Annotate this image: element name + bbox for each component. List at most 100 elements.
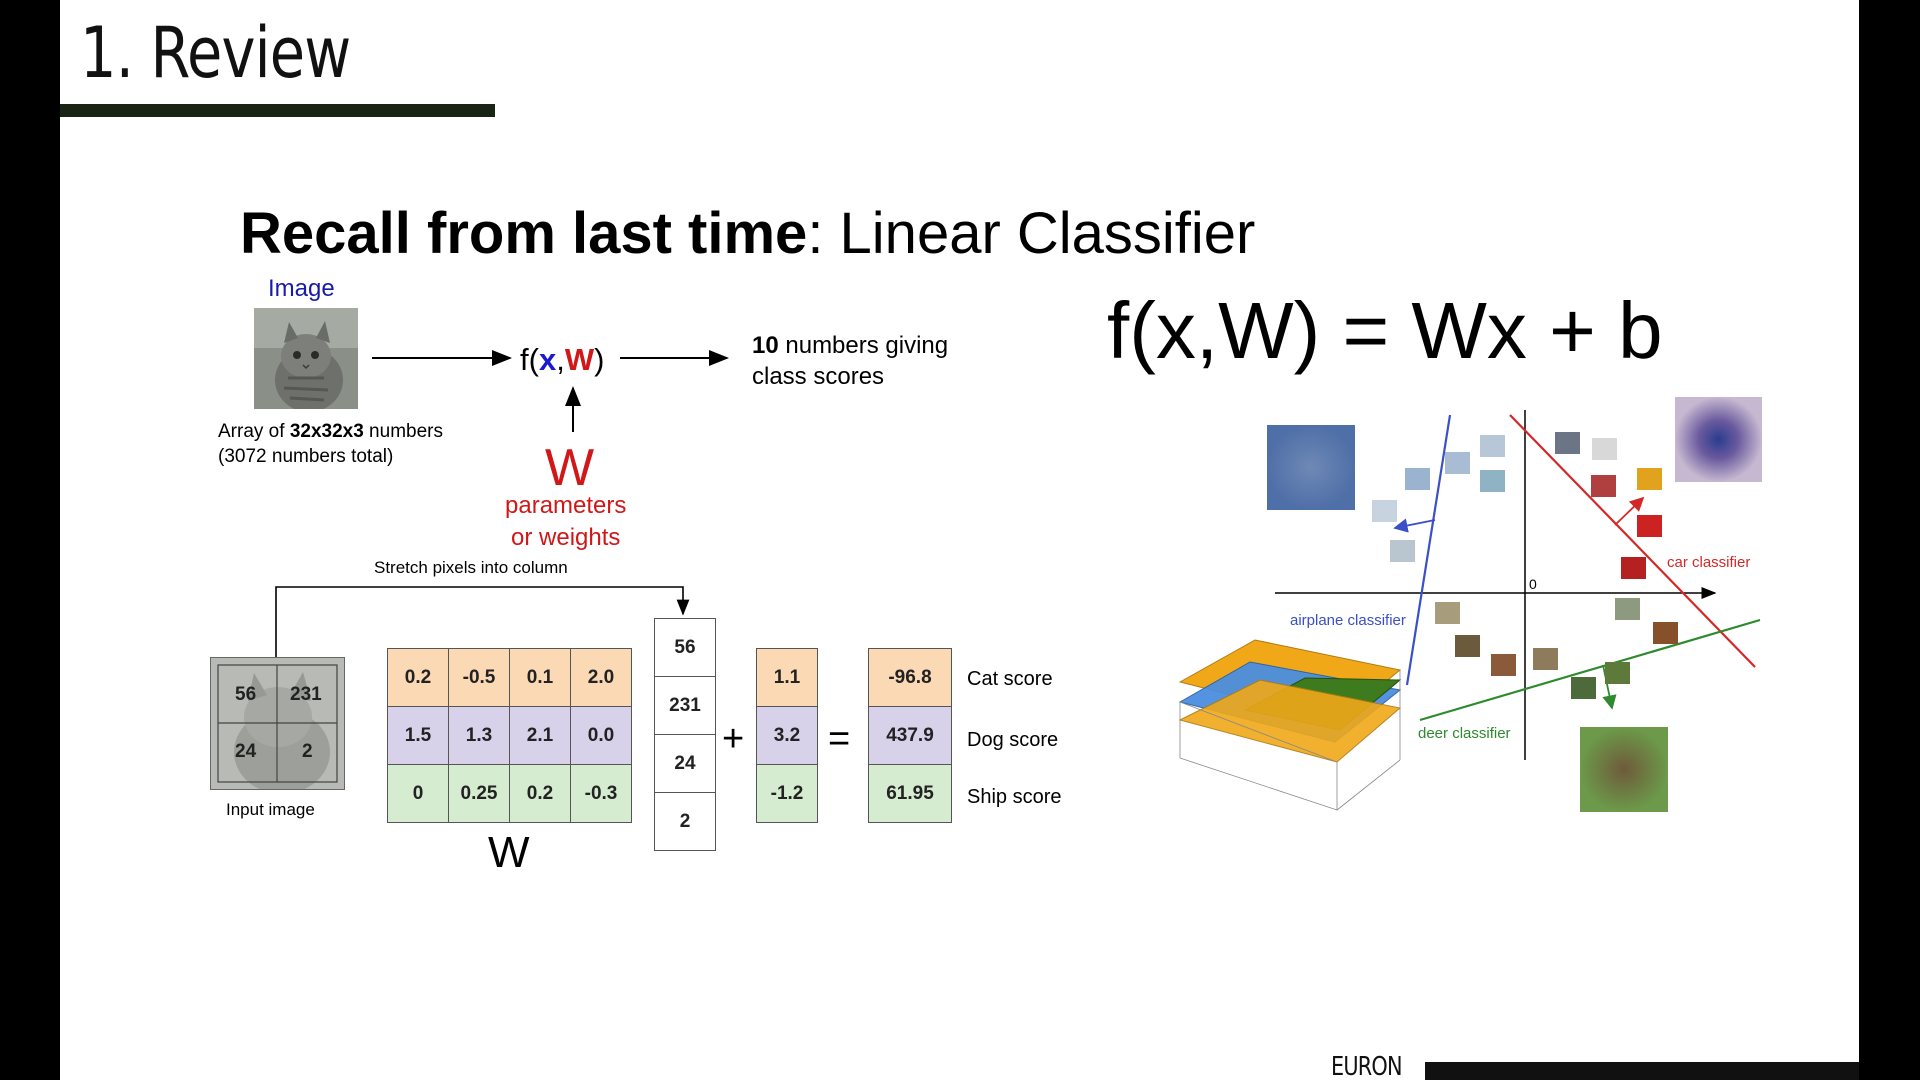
weight-cell: 1.3 <box>448 706 510 765</box>
car-classifier-line <box>1509 414 1756 668</box>
weight-cell: 2.1 <box>509 706 571 765</box>
plot-origin-label: 0 <box>1529 576 1537 592</box>
bias-vector: 1.1 3.2 -1.2 <box>756 648 818 823</box>
fn-comma: , <box>556 342 565 377</box>
column-row: 56 <box>654 618 716 677</box>
title-underline <box>60 104 495 117</box>
input-pixel-4: 2 <box>302 741 313 762</box>
fn-close: ) <box>594 342 605 377</box>
car-classifier-label: car classifier <box>1667 554 1750 571</box>
bias-row-ship: -1.2 <box>756 764 818 823</box>
input-pixel-2: 231 <box>290 684 322 705</box>
weight-cell: 0 <box>387 764 449 823</box>
input-image-drawing <box>210 657 345 790</box>
car-thumbnails <box>1555 432 1662 579</box>
column-cell: 231 <box>654 676 716 735</box>
input-pixel-1: 56 <box>235 684 257 705</box>
input-pixel-3: 24 <box>235 741 257 762</box>
column-row: 231 <box>654 676 716 735</box>
column-row: 2 <box>654 792 716 851</box>
airplane-template-image <box>1267 425 1355 510</box>
score-cell: -96.8 <box>868 648 952 707</box>
deer-classifier-line <box>1419 618 1761 722</box>
weight-matrix-label: W <box>488 828 530 877</box>
score-vector: -96.8 437.9 61.95 <box>868 648 952 823</box>
airplane-normal-arrow <box>1393 518 1436 533</box>
w-desc-line2: or weights <box>511 524 621 551</box>
array-caption-line2: (3072 numbers total) <box>218 446 394 467</box>
footer-bar <box>1425 1062 1859 1080</box>
heading-bold: Recall from last time <box>240 201 808 266</box>
column-cell: 2 <box>654 792 716 851</box>
car-normal-arrow <box>1614 496 1645 526</box>
weight-row-ship: 0 0.25 0.2 -0.3 <box>387 764 632 823</box>
output-line2: class scores <box>752 363 885 390</box>
weight-cell: 0.2 <box>509 764 571 823</box>
pixel-column: 56 231 24 2 <box>654 618 716 851</box>
weight-cell: 1.5 <box>387 706 449 765</box>
diagram-arrows <box>275 350 729 658</box>
bias-cell: -1.2 <box>756 764 818 823</box>
cat-image <box>254 308 358 409</box>
w-desc-line1: parameters <box>505 492 627 519</box>
deer-classifier-label: deer classifier <box>1418 725 1511 742</box>
bias-cell: 3.2 <box>756 706 818 765</box>
cat-image-drawing <box>254 308 358 409</box>
arrow-stretch <box>275 586 690 658</box>
slide-title: 1. Review <box>80 12 351 94</box>
equals-sign: = <box>828 718 851 760</box>
weight-cell: 0.1 <box>509 648 571 707</box>
function-fxw: f(x,W) <box>520 342 604 378</box>
w-symbol: W <box>545 439 595 497</box>
weight-row-dog: 1.5 1.3 2.1 0.0 <box>387 706 632 765</box>
image-label: Image <box>268 275 335 302</box>
score-row-dog: 437.9 <box>868 706 952 765</box>
array-caption: Array of 32x32x3 numbers (3072 numbers t… <box>218 419 443 469</box>
slide: 1. Review Recall from last time: Linear … <box>60 0 1859 1080</box>
classifier-plot: 0 <box>1178 397 1762 812</box>
linear-formula: f(x,W) = Wx + b <box>1107 286 1663 375</box>
plus-sign: + <box>722 718 745 760</box>
fn-x: x <box>538 342 557 377</box>
heading-rest: : Linear Classifier <box>807 201 1256 266</box>
weight-cell: 0.25 <box>448 764 510 823</box>
dog-score-label: Dog score <box>967 729 1059 751</box>
column-row: 24 <box>654 734 716 793</box>
column-cell: 56 <box>654 618 716 677</box>
output-line1: 10 numbers giving <box>752 330 948 361</box>
airplane-classifier-label: airplane classifier <box>1290 612 1406 629</box>
array-caption-line1: Array of 32x32x3 numbers <box>218 419 443 444</box>
array-post: numbers <box>363 421 443 442</box>
weight-row-cat: 0.2 -0.5 0.1 2.0 <box>387 648 632 707</box>
fn-w: W <box>564 342 595 377</box>
ship-score-label: Ship score <box>967 786 1062 808</box>
airplane-thumbnails <box>1372 435 1505 562</box>
slide-heading: Recall from last time: Linear Classifier <box>240 200 1255 267</box>
column-cell: 24 <box>654 734 716 793</box>
input-image-caption: Input image <box>226 800 315 819</box>
airplane-classifier-line <box>1405 414 1452 686</box>
score-cell: 437.9 <box>868 706 952 765</box>
weight-cell: -0.3 <box>570 764 632 823</box>
output-rest: numbers giving <box>778 332 949 359</box>
output-count: 10 <box>752 332 779 359</box>
car-template-image <box>1675 397 1762 482</box>
weight-cell: 0.2 <box>387 648 449 707</box>
w-description: parameters or weights <box>505 490 626 554</box>
3d-surface-plot <box>1178 639 1402 811</box>
input-image: 56 231 24 2 <box>210 657 345 790</box>
output-caption: 10 numbers giving class scores <box>752 330 948 392</box>
weight-cell: 2.0 <box>570 648 632 707</box>
stretch-label: Stretch pixels into column <box>374 558 568 577</box>
deer-thumbnails <box>1435 598 1678 699</box>
cat-score-label: Cat score <box>967 668 1053 690</box>
score-cell: 61.95 <box>868 764 952 823</box>
fn-f: f( <box>520 342 539 377</box>
score-row-cat: -96.8 <box>868 648 952 707</box>
deer-template-image <box>1580 727 1668 812</box>
array-pre: Array of <box>218 421 290 442</box>
score-row-ship: 61.95 <box>868 764 952 823</box>
deer-normal-arrow <box>1602 664 1617 710</box>
array-dims: 32x32x3 <box>289 421 364 442</box>
bias-cell: 1.1 <box>756 648 818 707</box>
